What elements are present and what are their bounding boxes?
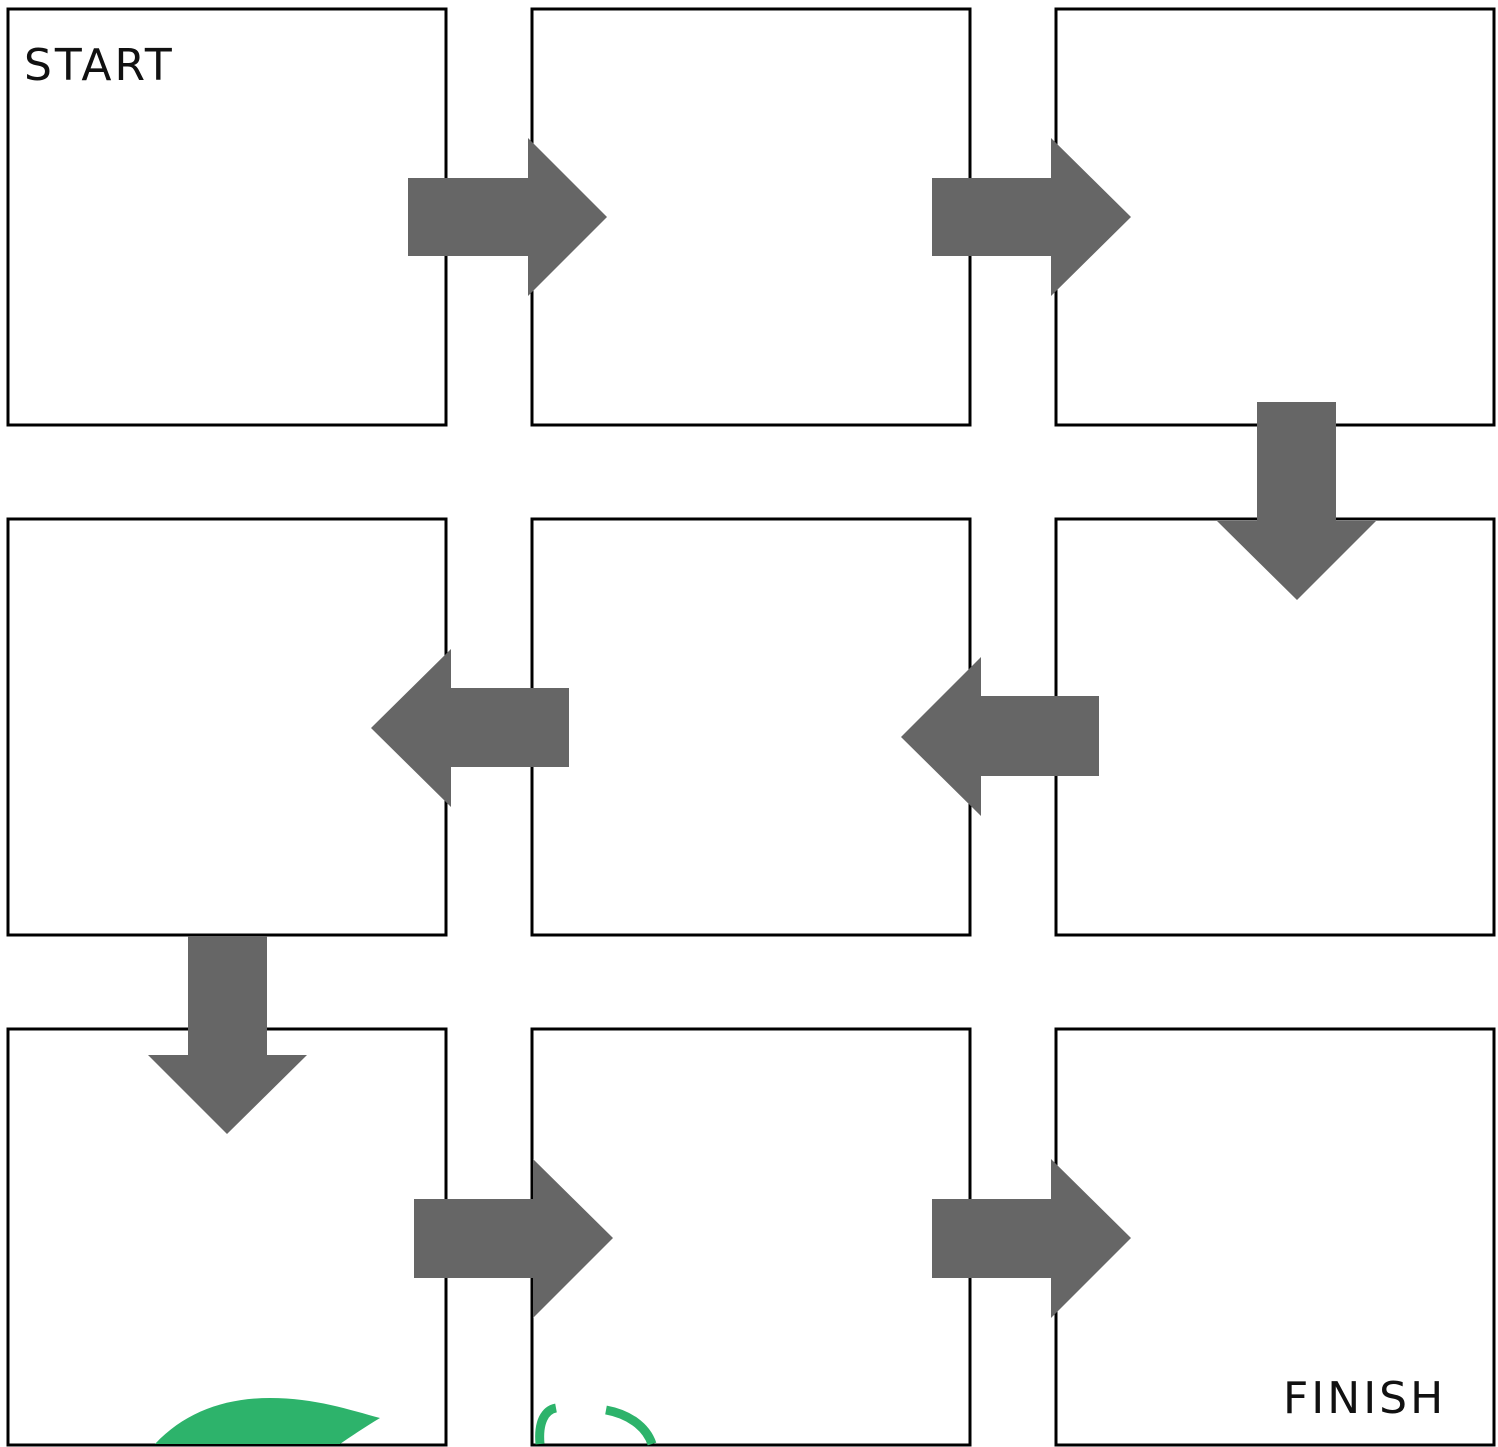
leaf-shape (155, 1398, 380, 1444)
arrow-right-4 (932, 1159, 1131, 1318)
finish-label: FINISH (1283, 1373, 1446, 1424)
box-row2-col3 (1054, 517, 1496, 937)
box-row1-col1 (6, 7, 448, 427)
partial-logo-image (155, 1398, 657, 1446)
flow-arrows (148, 138, 1376, 1318)
start-label: START (24, 40, 175, 91)
arrow-down-1 (1217, 402, 1376, 600)
arrow-left-2 (371, 649, 569, 807)
arrow-right-2 (932, 138, 1131, 296)
arrow-right-3 (414, 1159, 613, 1318)
box-grid (6, 7, 1496, 1447)
arrow-right-1 (408, 138, 607, 296)
sprout-shape-right (605, 1405, 657, 1446)
arrow-down-2 (148, 936, 307, 1134)
arrow-left-1 (901, 657, 1099, 816)
box-row2-col2 (530, 517, 972, 937)
sprout-shape-left (535, 1403, 558, 1445)
